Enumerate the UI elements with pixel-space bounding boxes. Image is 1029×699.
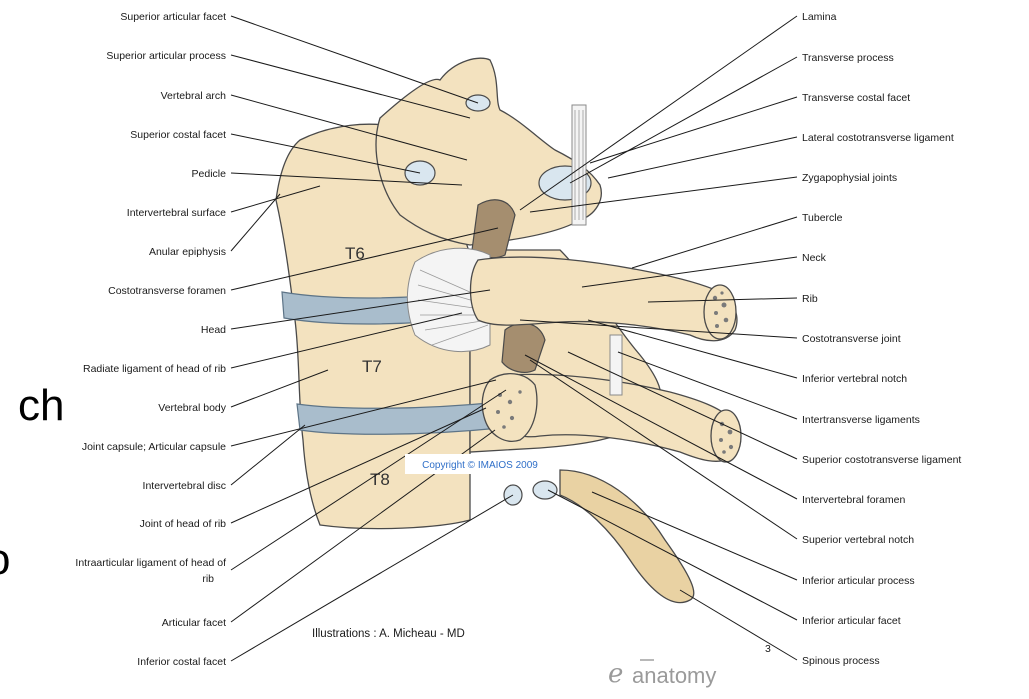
logo-superscript: 3 [765, 643, 771, 655]
label-intraarticular-ligament-line2: rib [202, 573, 214, 585]
rib-cross-section-upper [704, 285, 736, 339]
label-intraarticular-ligament: Intraarticular ligament of head of [75, 557, 226, 569]
background-text-o: o [0, 535, 10, 584]
right-labels: Lamina Transverse process Transverse cos… [802, 11, 961, 667]
label-intertransverse-ligaments: Intertransverse ligaments [802, 414, 920, 426]
copyright-text: Copyright © IMAIOS 2009 [422, 460, 538, 471]
intertransverse-ligament-shape [610, 335, 622, 395]
label-anular-epiphysis: Anular epiphysis [149, 246, 226, 258]
spinous-process-shape [560, 470, 694, 603]
label-joint-of-head-of-rib: Joint of head of rib [140, 518, 227, 530]
label-superior-articular-process: Superior articular process [106, 50, 226, 62]
label-intervertebral-surface: Intervertebral surface [127, 207, 226, 219]
logo-mark: e [608, 659, 623, 689]
label-intervertebral-disc: Intervertebral disc [143, 480, 226, 492]
label-lateral-costotransverse-ligament: Lateral costotransverse ligament [802, 132, 954, 144]
label-costotransverse-joint: Costotransverse joint [802, 333, 901, 345]
logo-text: anatomy [632, 663, 716, 688]
label-inferior-costal-facet: Inferior costal facet [137, 656, 226, 668]
label-inferior-articular-facet: Inferior articular facet [802, 615, 901, 627]
copyright-box: Copyright © IMAIOS 2009 [405, 454, 555, 474]
label-spinous-process: Spinous process [802, 655, 880, 667]
background-text-ch: ch [18, 381, 64, 430]
e-anatomy-logo: e anatomy 3 [608, 643, 771, 689]
vertebra-label-t7: T7 [362, 357, 382, 376]
lower-rib-head-shape [482, 374, 537, 442]
inferior-articular-facet-shape [533, 481, 557, 499]
label-pedicle: Pedicle [192, 168, 227, 180]
label-costotransverse-foramen: Costotransverse foramen [108, 285, 226, 297]
label-lamina: Lamina [802, 11, 837, 23]
label-articular-facet: Articular facet [162, 617, 226, 629]
left-labels: Superior articular facet Superior articu… [75, 11, 226, 668]
label-superior-costal-facet: Superior costal facet [130, 129, 226, 141]
label-vertebral-arch: Vertebral arch [161, 90, 227, 102]
label-head: Head [201, 324, 226, 336]
label-transverse-process: Transverse process [802, 52, 894, 64]
label-radiate-ligament: Radiate ligament of head of rib [83, 363, 226, 375]
label-superior-articular-facet: Superior articular facet [120, 11, 226, 23]
illustration-credit: Illustrations : A. Micheau - MD [312, 628, 465, 640]
label-intervertebral-foramen: Intervertebral foramen [802, 494, 905, 506]
label-zygapophysial-joints: Zygapophysial joints [802, 172, 897, 184]
label-rib: Rib [802, 293, 818, 305]
vertebra-illustration: T6 T7 T8 [276, 58, 741, 602]
vertebra-label-t6: T6 [345, 244, 365, 263]
label-neck: Neck [802, 252, 827, 264]
label-inferior-vertebral-notch: Inferior vertebral notch [802, 373, 907, 385]
label-superior-costotransverse-ligament: Superior costotransverse ligament [802, 454, 961, 466]
label-transverse-costal-facet: Transverse costal facet [802, 92, 910, 104]
label-tubercle: Tubercle [802, 212, 843, 224]
label-joint-capsule: Joint capsule; Articular capsule [82, 441, 226, 453]
label-superior-vertebral-notch: Superior vertebral notch [802, 534, 914, 546]
rib-cross-section-lower [711, 410, 741, 462]
label-inferior-articular-process: Inferior articular process [802, 575, 915, 587]
label-vertebral-body: Vertebral body [158, 402, 226, 414]
